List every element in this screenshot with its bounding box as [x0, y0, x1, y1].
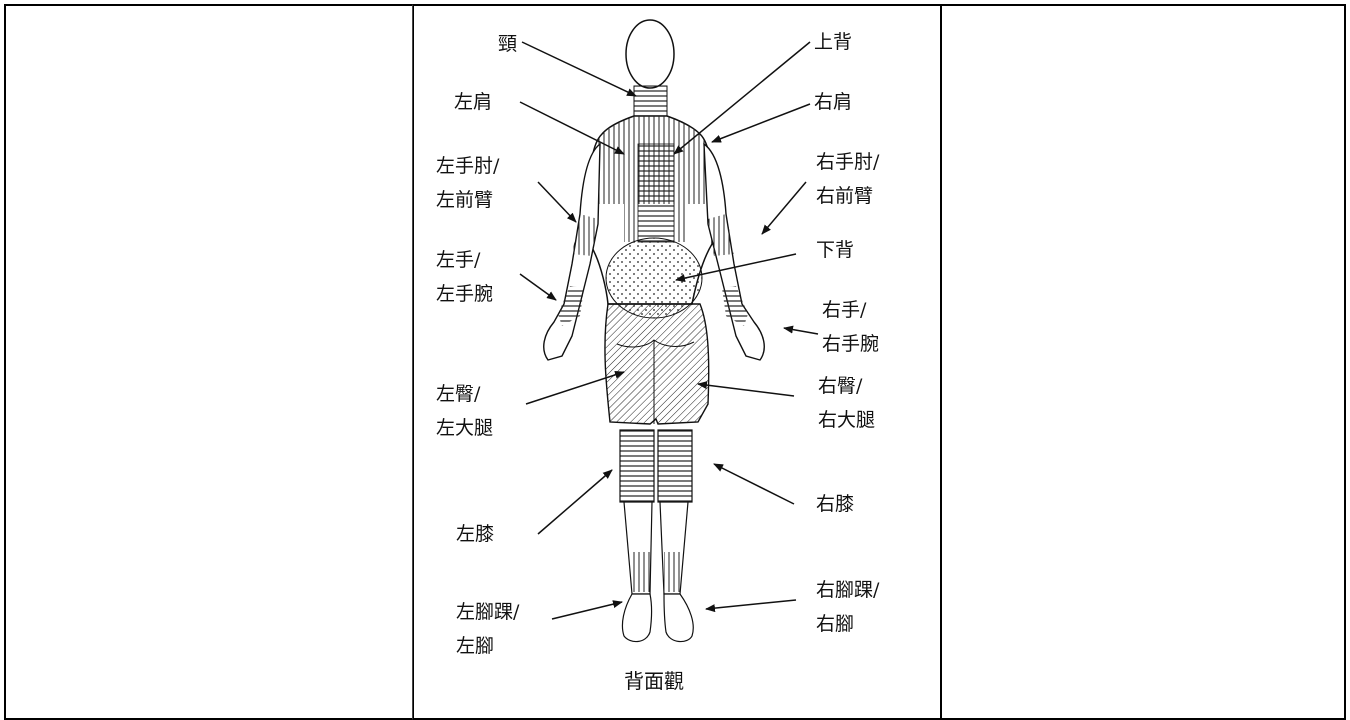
- label-left-elbow-line2: 左前臂: [436, 189, 493, 211]
- label-lower-back: 下背: [816, 239, 854, 261]
- label-left-hand-line2: 左手腕: [436, 283, 493, 305]
- label-neck: 頸: [498, 33, 517, 55]
- right-arm: [704, 144, 764, 360]
- neck-region: [634, 86, 667, 116]
- label-right-ankle-line2: 右腳: [816, 613, 854, 635]
- label-left-hand-line1: 左手/: [436, 249, 481, 271]
- label-right-ankle-line1: 右腳踝/: [816, 579, 880, 601]
- label-right-hand-line1: 右手/: [822, 299, 867, 321]
- label-right-hand-line2: 右手腕: [822, 333, 879, 355]
- label-right-hip-line1: 右臀/: [818, 375, 863, 397]
- diagram-caption: 背面觀: [624, 669, 684, 693]
- label-left-hip-line1: 左臀/: [436, 383, 481, 405]
- label-left-ankle-line2: 左腳: [456, 635, 494, 657]
- right-foot: [664, 594, 693, 642]
- label-right-shoulder: 右肩: [814, 91, 852, 113]
- label-upper-back: 上背: [814, 31, 852, 53]
- label-right-hip-line2: 右大腿: [818, 409, 875, 431]
- right-knee-region: [658, 430, 692, 502]
- left-empty-cell: [4, 4, 414, 720]
- label-left-hip-line2: 左大腿: [436, 417, 493, 439]
- label-right-knee: 右膝: [816, 493, 854, 515]
- left-knee-region: [620, 430, 654, 502]
- label-left-knee: 左膝: [456, 523, 494, 545]
- spine-strip: [638, 144, 674, 242]
- label-right-elbow-line2: 右前臂: [816, 185, 873, 207]
- label-left-elbow-line1: 左手肘/: [436, 155, 500, 177]
- body-map-diagram: 頸 上背 左肩 右肩 左手肘/ 左前臂 右手肘/ 右前臂 下背 左手/ 左手腕 …: [412, 4, 940, 716]
- head: [626, 20, 674, 88]
- label-left-ankle-line1: 左腳踝/: [456, 601, 520, 623]
- left-foot: [622, 594, 651, 642]
- right-empty-cell: [940, 4, 1346, 720]
- hips-thighs: [605, 304, 709, 424]
- label-right-elbow-line1: 右手肘/: [816, 151, 880, 173]
- label-left-shoulder: 左肩: [454, 91, 492, 113]
